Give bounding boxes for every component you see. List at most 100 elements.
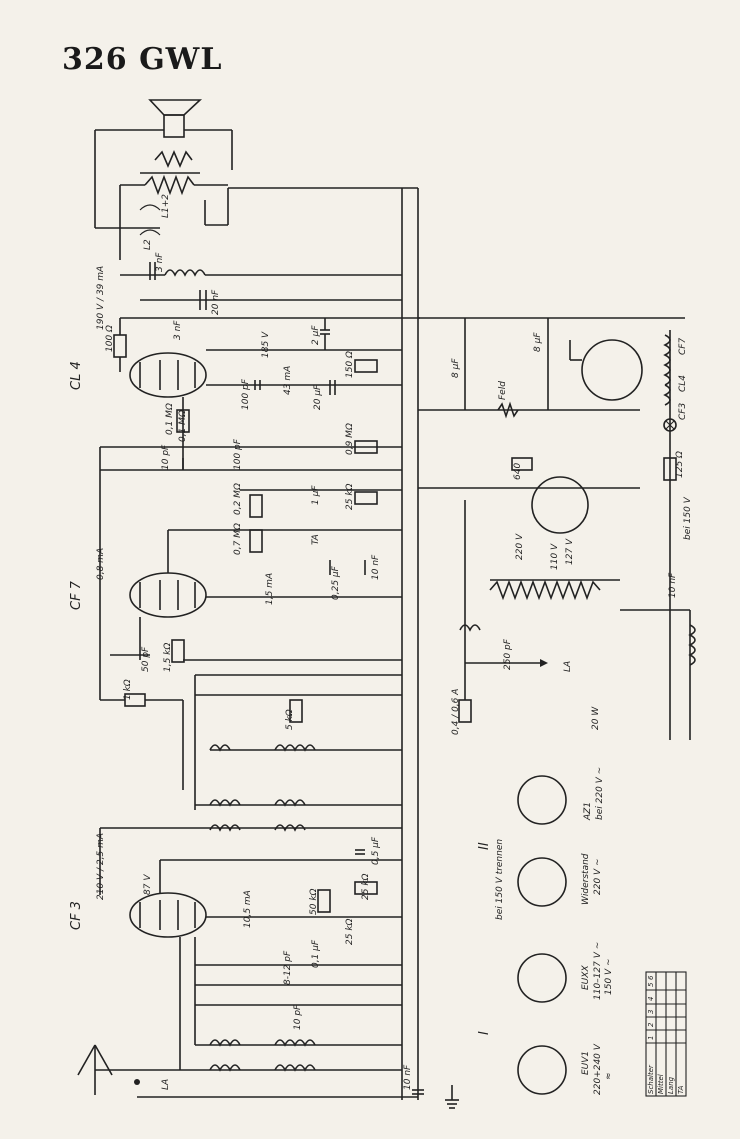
table-header-4: 4: [647, 997, 655, 1001]
label-c10pf-b: 10 pF: [293, 1004, 303, 1030]
table-header-6: 6: [647, 975, 655, 980]
label-ma15: 1,5 mA: [265, 573, 275, 605]
ground-icon: [445, 1085, 459, 1109]
coil: [209, 799, 241, 807]
label-r07m: 0,7 MΩ: [233, 523, 243, 555]
label-r15k: 1,5 kΩ: [163, 643, 173, 672]
label-c8uf-a: 8 µF: [451, 358, 461, 378]
label-c10pf: 10 pF: [161, 444, 171, 470]
label-speaker-coil: L1+2: [161, 194, 171, 218]
label-la-a: LA: [563, 661, 573, 672]
table-row-ta: TA: [677, 1085, 685, 1094]
label-r1k: 1 kΩ: [123, 679, 133, 700]
label-r5k: 5 kΩ: [285, 709, 295, 730]
label-roman-1: I: [477, 1031, 492, 1035]
label-c3nf-a: 3 nF: [155, 252, 165, 272]
label-c8-12pf: 8-12 pF: [283, 950, 293, 985]
label-r25k-c: 25 kΩ: [345, 918, 355, 945]
label-roman-2: II: [477, 842, 492, 850]
label-ma43: 43 mA: [283, 366, 293, 395]
label-c50pf: 50 pF: [141, 646, 151, 672]
label-cf7-current: 0,8 mA: [96, 548, 106, 580]
label-c10nf-a: 10 nF: [371, 554, 381, 580]
label-c05uf: 0,5 µF: [371, 836, 381, 865]
label-r02m: 0,2 MΩ: [233, 483, 243, 515]
label-euv1-v: 220+240 V: [593, 1043, 603, 1095]
switch-table: [645, 971, 687, 1097]
label-c025uf: 0,25 µF: [331, 565, 341, 600]
label-euv1-sym: ≈: [604, 1072, 614, 1080]
socket-widerstand-icon: [517, 857, 567, 907]
label-cl4-current: 190 V / 39 mA: [96, 266, 106, 330]
table-header-1: 1: [647, 1036, 655, 1040]
socket-euv1-icon: [517, 1045, 567, 1095]
label-cf7-small: CF7: [678, 338, 688, 355]
coil: [209, 1064, 241, 1072]
label-w20: 20 W: [591, 706, 601, 730]
label-l2: L2: [143, 239, 153, 250]
table-header-schalter: Schalter: [647, 1064, 655, 1094]
label-feld: Feld: [498, 381, 508, 400]
speaker-icon: [148, 99, 203, 138]
label-r01m-b: 0,1 MΩ: [178, 410, 188, 442]
label-c1uf: 1 µF: [311, 485, 321, 505]
label-bei150v-trennen: bei 150 V trennen: [495, 839, 505, 920]
label-r25k-b: 25 kΩ: [361, 873, 371, 900]
tube-az1-socket: [531, 476, 589, 534]
label-cf3-current: 210 V / 2,5 mA: [96, 833, 106, 900]
label-c8uf-b: 8 µF: [533, 332, 543, 352]
label-c01uf: 0,1 µF: [311, 939, 321, 968]
tube-cf3: [129, 892, 207, 938]
label-c3nf-b: 3 nF: [173, 320, 183, 340]
label-cl4-small: CL4: [678, 375, 688, 392]
label-euxx: EUXX: [581, 965, 591, 990]
label-r100: 100 Ω: [105, 325, 115, 352]
label-r01m-a: 0,1 MΩ: [165, 403, 175, 435]
label-az1-note: bei 220 V ∼: [595, 767, 605, 820]
label-ma105: 10,5 mA: [243, 890, 253, 928]
tube-cl4: [129, 352, 207, 398]
label-cf3-small: CF3: [678, 403, 688, 420]
coil: [209, 1039, 241, 1047]
socket-euxx-icon: [517, 953, 567, 1003]
label-v110: 110 V: [550, 543, 560, 570]
label-v220dc: 220 V ∼: [593, 858, 603, 895]
label-tube-cl4: CL 4: [69, 361, 84, 390]
socket-az1-icon: [517, 775, 567, 825]
label-bei150: bei 150 V: [683, 496, 693, 540]
label-c100pf-a: 100 pF: [241, 378, 251, 410]
label-widerstand: Widerstand: [581, 853, 591, 905]
resistor-zigzag: [154, 149, 193, 169]
label-v185: 185 V: [261, 331, 271, 358]
coil: [459, 624, 481, 632]
label-c20uf: 20 µF: [313, 384, 323, 410]
coil: [209, 824, 241, 832]
table-row-lang: Lang: [667, 1076, 675, 1094]
label-euxx-v2: 150 V ∼: [604, 958, 614, 995]
label-r09m: 0,9 MΩ: [345, 423, 355, 455]
label-c10nf-b: 10 nF: [668, 572, 678, 598]
label-c250pf: 250 pF: [503, 638, 513, 670]
label-euv1: EUV1: [581, 1051, 591, 1075]
label-euxx-v1: 110–127 V ∼: [593, 942, 603, 1000]
table-row-mittel: Mittel: [657, 1074, 665, 1094]
table-header-3: 3: [647, 1010, 655, 1014]
page-title: 326 GWL: [62, 42, 223, 77]
label-c20nf: 20 nF: [211, 289, 221, 315]
label-v220: 220 V: [515, 533, 525, 560]
label-r125: 125 Ω: [675, 451, 685, 478]
label-fuse: 0,4 / 0,6 A: [451, 689, 461, 735]
coil: [164, 269, 206, 277]
label-r25k-a: 25 kΩ: [345, 483, 355, 510]
label-r640: 640: [513, 463, 523, 480]
label-az1: AZ1: [583, 802, 593, 821]
label-v127: 127 V: [565, 538, 575, 565]
lamp-icon: [663, 418, 677, 432]
label-tube-cf7: CF 7: [69, 580, 84, 610]
label-c100pf-b: 100 pF: [233, 438, 243, 470]
label-v87: 87 V: [143, 874, 153, 895]
label-c10nf-c: 10 nF: [403, 1064, 413, 1090]
label-ta: TA: [311, 534, 321, 545]
label-r150: 150 Ω: [345, 351, 355, 378]
